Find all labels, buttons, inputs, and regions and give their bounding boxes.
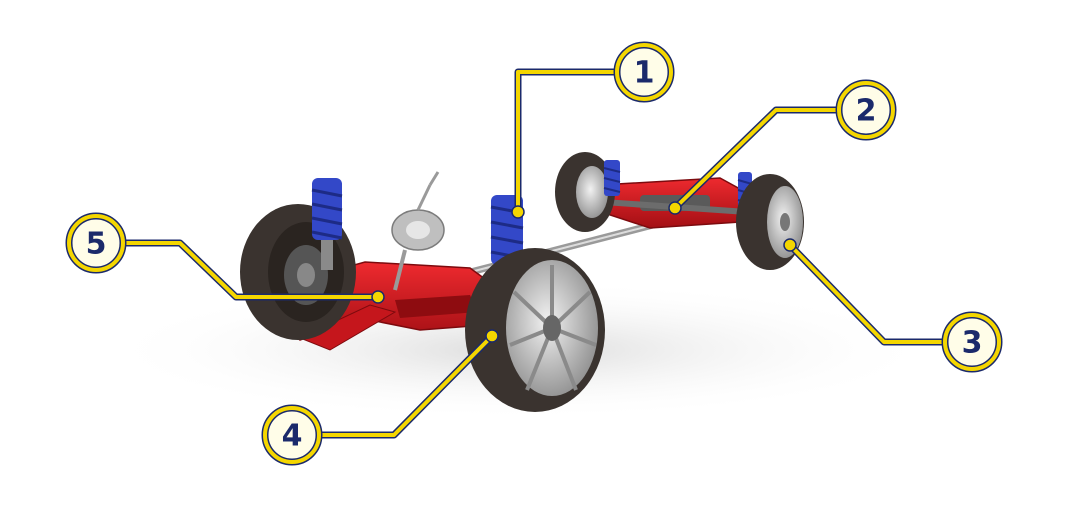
brake-booster xyxy=(391,171,445,291)
callout-1: 1 xyxy=(613,41,675,103)
leader-line-2 xyxy=(671,106,846,212)
callout-3: 3 xyxy=(941,311,1003,373)
front-right-wheel xyxy=(465,248,605,412)
callout-2: 2 xyxy=(835,79,897,141)
leader-line-3 xyxy=(786,241,949,346)
callout-leader-lines xyxy=(118,68,949,439)
anchor-dot-1 xyxy=(511,205,525,219)
callout-number-4: 4 xyxy=(282,419,303,454)
callout-4: 4 xyxy=(261,404,323,466)
rear-right-wheel xyxy=(736,174,804,270)
anchor-dot-3 xyxy=(783,238,797,252)
anchor-dot-5 xyxy=(371,290,385,304)
rear-left-wheel xyxy=(555,152,615,232)
leader-line-5 xyxy=(118,239,382,301)
callout-number-5: 5 xyxy=(86,227,107,262)
callout-anchor-dots xyxy=(371,201,797,343)
leader-line-1 xyxy=(514,68,620,216)
anchor-dot-2 xyxy=(668,201,682,215)
front-left-spring xyxy=(311,178,343,270)
rear-left-spring xyxy=(603,160,621,196)
callout-5: 5 xyxy=(65,212,127,274)
anchor-dot-4 xyxy=(485,329,499,343)
callout-number-3: 3 xyxy=(962,326,983,361)
callout-number-2: 2 xyxy=(856,94,877,129)
callout-number-1: 1 xyxy=(634,56,655,91)
leader-line-4 xyxy=(316,332,496,439)
